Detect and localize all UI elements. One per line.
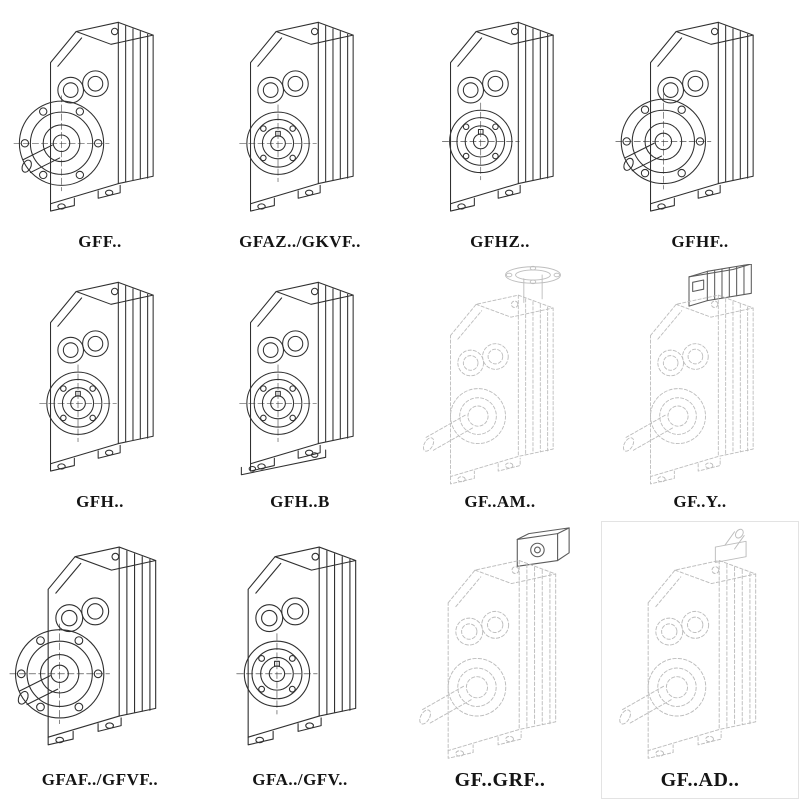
drawing-gearbox-hollow-shaft	[200, 520, 400, 766]
drawing-gearbox-output-flange	[0, 520, 200, 766]
catalog-cell-gf-grf: GF..GRF..	[400, 520, 600, 800]
catalog-cell-gfh-b: GFH..B	[200, 260, 400, 520]
catalog-cell-gfaf-gfvf: GFAF../GFVF..	[0, 520, 200, 800]
catalog-cell-gf-y: GF..Y..	[600, 260, 800, 520]
catalog-cell-gfh: GFH..	[0, 260, 200, 520]
model-label: GFAF../GFVF..	[41, 770, 159, 789]
catalog-cell-gfaz-gkvf: GFAZ../GKVF..	[200, 0, 400, 260]
model-label: GF..Y..	[673, 491, 727, 511]
drawing-gearbox-with-motor	[600, 260, 800, 488]
model-label: GFH..	[76, 491, 124, 511]
drawing-gearbox-with-input-flange	[400, 260, 600, 488]
catalog-cell-gfhf: GFHF..	[600, 0, 800, 260]
model-label: GFAZ../GKVF..	[239, 231, 361, 251]
model-label: GFH..B	[270, 491, 330, 511]
model-label: GFF..	[78, 231, 122, 251]
model-label: GF..GRF..	[454, 769, 546, 791]
drawing-gearbox-with-input-shaft	[600, 520, 800, 766]
drawing-gearbox-hollow-shaft	[400, 0, 600, 228]
drawing-gearbox-hollow-shaft	[0, 260, 200, 488]
drawing-gearbox-output-flange	[600, 0, 800, 228]
catalog-cell-gfhz: GFHZ..	[400, 0, 600, 260]
model-label: GF..AM..	[464, 491, 536, 511]
drawing-gearbox-hollow-shaft	[200, 0, 400, 228]
model-label: GF..AD..	[660, 769, 740, 791]
drawing-gearbox-hollow-shaft-foot	[200, 260, 400, 488]
drawing-gearbox-with-input-adapter	[400, 520, 600, 766]
catalog-cell-gff: GFF..	[0, 0, 200, 260]
catalog-cell-gfa-gfv: GFA../GFV..	[200, 520, 400, 800]
model-label: GFHZ..	[470, 231, 530, 251]
catalog-cell-gf-am: GF..AM..	[400, 260, 600, 520]
model-label: GFHF..	[671, 231, 729, 251]
model-label: GFA../GFV..	[252, 770, 348, 789]
catalog-cell-gf-ad: GF..AD..	[600, 520, 800, 800]
drawing-gearbox-output-flange	[0, 0, 200, 228]
